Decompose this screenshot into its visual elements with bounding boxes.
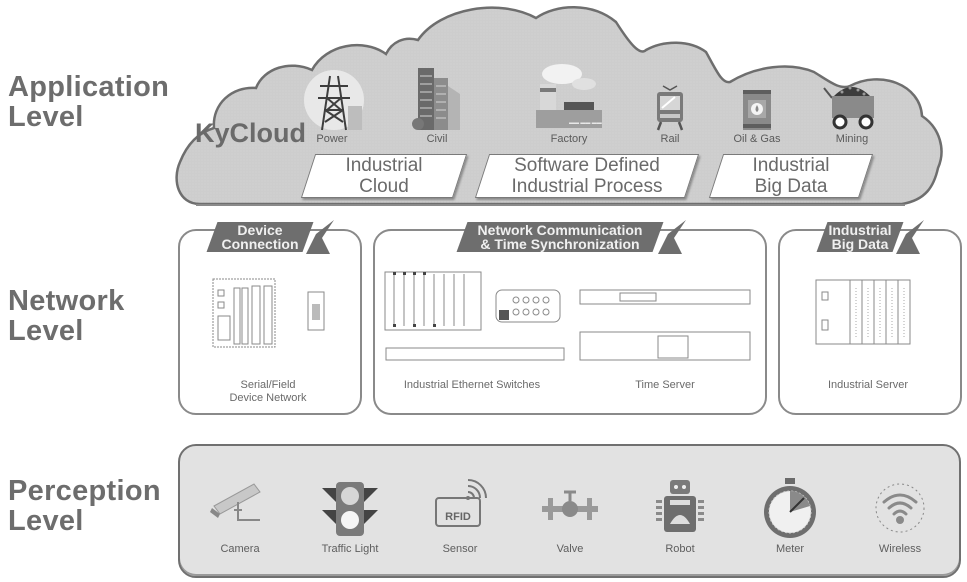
tag-industrial-big-data: Industrial Big Data xyxy=(816,222,904,252)
perception-label: Traffic Light xyxy=(321,543,379,555)
perception-label: Wireless xyxy=(878,543,922,555)
tag-device-connection: Device Connection xyxy=(206,222,314,252)
tag-line1: Industrial xyxy=(828,222,892,238)
kyland-k-icon xyxy=(306,220,334,254)
perception-item-sensor: RFID Sensor xyxy=(405,446,515,576)
tag-text: Network Communication & Time Synchroniza… xyxy=(462,222,658,251)
power-tower-icon xyxy=(304,70,364,131)
valve-icon xyxy=(542,490,598,520)
tag-line2: Connection xyxy=(221,236,299,252)
tag-line1: Network Communication xyxy=(477,222,643,238)
tag-text: Industrial Big Data xyxy=(822,222,898,251)
city-buildings-icon xyxy=(412,68,460,130)
sector-label-mining: Mining xyxy=(835,133,869,145)
pillar-text: Industrial Big Data xyxy=(716,154,866,197)
network-group-industrial-big-data xyxy=(778,229,962,415)
pillar-software-defined-industrial-process: Software Defined Industrial Process xyxy=(474,154,700,198)
industrial-server-illustration xyxy=(815,279,911,345)
perception-item-meter: Meter xyxy=(735,446,845,576)
traffic-light-icon xyxy=(322,482,378,536)
perception-panel: Camera Traffic Light RFID Sensor Valve xyxy=(178,444,961,578)
perception-item-robot: Robot xyxy=(625,446,735,576)
ethernet-switch-and-time-server-illustration xyxy=(384,271,751,361)
pillar-line1: Industrial xyxy=(752,155,830,176)
rfid-badge-text: RFID xyxy=(445,511,471,523)
perception-label: Robot xyxy=(665,543,695,555)
caption-line1: Serial/Field xyxy=(240,379,296,391)
perception-label: Camera xyxy=(220,543,260,555)
perception-item-wireless: Wireless xyxy=(845,446,955,576)
application-level-label: Application Level xyxy=(8,71,170,133)
network-group-communication-time-sync xyxy=(373,229,767,415)
perception-item-valve: Valve xyxy=(515,446,625,576)
perception-label: Sensor xyxy=(442,543,478,555)
sector-label-power: Power xyxy=(316,133,348,145)
tag-line1: Device xyxy=(237,222,283,238)
train-icon xyxy=(656,85,684,131)
caption-line2: Device Network xyxy=(229,392,307,404)
network-group-device-connection xyxy=(178,229,362,415)
perception-label: Meter xyxy=(775,543,805,555)
application-level-text: Application Level xyxy=(8,71,170,133)
pillar-line2: Big Data xyxy=(754,176,828,197)
sector-label-oil-gas: Oil & Gas xyxy=(733,133,781,145)
kyland-k-icon xyxy=(896,220,924,254)
pillar-line2: Cloud xyxy=(359,176,409,197)
perception-item-traffic-light: Traffic Light xyxy=(295,446,405,576)
kycloud-brand: KyCloud xyxy=(195,118,306,148)
sector-label-civil: Civil xyxy=(426,133,448,145)
oil-barrel-icon xyxy=(743,90,771,130)
perception-label: Valve xyxy=(556,543,584,555)
svg-text:▬▬ ▬▬ ▬▬: ▬▬ ▬▬ ▬▬ xyxy=(569,120,602,126)
mine-cart-icon xyxy=(823,86,874,130)
sector-label-factory: Factory xyxy=(550,133,588,145)
wireless-icon xyxy=(875,483,925,533)
caption-time-server: Time Server xyxy=(635,379,695,391)
serial-field-devices-illustration xyxy=(212,278,325,348)
caption-industrial-ethernet-switches: Industrial Ethernet Switches xyxy=(403,379,541,391)
sector-label-rail: Rail xyxy=(660,133,680,145)
pillar-industrial-big-data: Industrial Big Data xyxy=(708,154,874,198)
pillar-industrial-cloud: Industrial Cloud xyxy=(300,154,468,198)
pillar-text: Industrial Cloud xyxy=(308,154,460,197)
tag-text: Device Connection xyxy=(212,222,308,251)
pillar-text: Software Defined Industrial Process xyxy=(482,154,692,197)
caption-industrial-server: Industrial Server xyxy=(827,379,909,391)
camera-icon xyxy=(210,483,261,521)
robot-icon xyxy=(656,480,704,532)
tag-line2: & Time Synchronization xyxy=(480,236,640,252)
network-level-text: Network Level xyxy=(8,285,125,347)
caption-serial-field-device-network: Serial/Field Device Network xyxy=(178,379,358,405)
pillar-line1: Industrial xyxy=(345,155,423,176)
perception-level-label: Perception Level xyxy=(8,476,173,536)
tag-line2: Big Data xyxy=(831,236,889,252)
rfid-sensor-icon: RFID xyxy=(435,479,487,527)
perception-level-text: Perception Level xyxy=(8,475,161,537)
pillar-line1: Software Defined xyxy=(514,155,660,176)
pillar-line2: Industrial Process xyxy=(511,176,663,197)
tag-network-communication: Network Communication & Time Synchroniza… xyxy=(456,222,664,252)
perception-item-camera: Camera xyxy=(185,446,295,576)
factory-icon: ▬▬ ▬▬ ▬▬ xyxy=(536,64,602,128)
meter-icon xyxy=(764,478,816,538)
kyland-k-icon xyxy=(658,220,686,254)
network-level-label: Network Level xyxy=(8,286,148,346)
